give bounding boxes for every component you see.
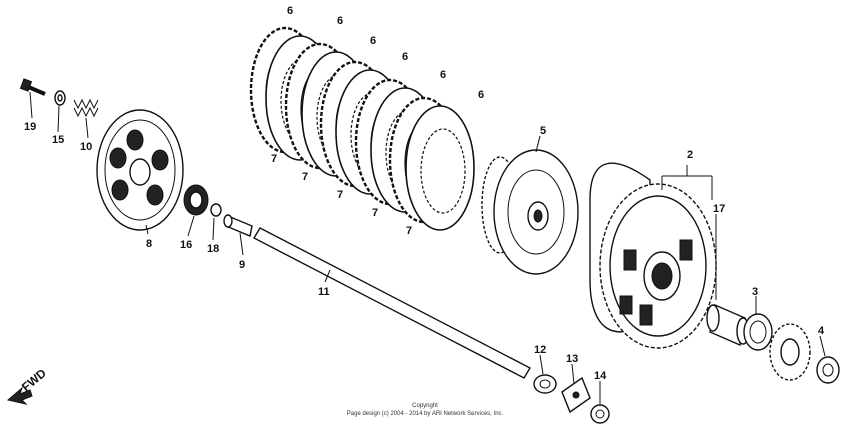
- callout-18: 18: [207, 243, 219, 255]
- callout-6-e: 6: [440, 69, 446, 81]
- callout-7-c: 7: [337, 189, 343, 201]
- fwd-label: FWD: [19, 366, 49, 395]
- callout-12: 12: [534, 344, 546, 356]
- callout-19: 19: [24, 121, 36, 133]
- part-12-nut[interactable]: [533, 374, 557, 394]
- callout-6-c: 6: [370, 35, 376, 47]
- part-15-washer[interactable]: [54, 90, 66, 106]
- callout-7-a: 7: [271, 153, 277, 165]
- part-17-collar[interactable]: [706, 304, 750, 346]
- callout-labels: 2 3 4 5 6 6 6 6 6 6 7 7 7 7 7 8 9 10 11 …: [24, 5, 825, 382]
- callout-7-b: 7: [302, 171, 308, 183]
- part-16-bearing[interactable]: [183, 184, 209, 216]
- part-5-clutch-center[interactable]: [481, 149, 579, 275]
- leader-lines: [29, 91, 826, 404]
- part-10-spring[interactable]: [73, 98, 99, 118]
- part-8-pressure-plate[interactable]: [96, 109, 184, 231]
- callout-5: 5: [540, 125, 546, 137]
- primary-drive-gear[interactable]: [769, 323, 811, 381]
- callout-7-e: 7: [406, 225, 412, 237]
- part-13-lock-washer[interactable]: [561, 376, 591, 414]
- callout-11: 11: [318, 286, 330, 298]
- callout-17: 17: [713, 203, 725, 215]
- part-3-bushing[interactable]: [743, 313, 773, 351]
- callout-8: 8: [146, 238, 152, 250]
- callout-6-b: 6: [337, 15, 343, 27]
- part-18-ring[interactable]: [210, 203, 222, 217]
- callout-15: 15: [52, 134, 64, 146]
- callout-14: 14: [594, 370, 607, 382]
- callout-3: 3: [752, 286, 758, 298]
- part-4-washer[interactable]: [816, 356, 840, 384]
- callout-6-a: 6: [287, 5, 293, 17]
- callout-2: 2: [687, 149, 693, 161]
- part-2-clutch-outer[interactable]: [589, 162, 717, 349]
- callout-9: 9: [239, 259, 245, 271]
- copyright-line-2: Page design (c) 2004 - 2014 by ARI Netwo…: [347, 411, 504, 417]
- callout-13: 13: [566, 353, 578, 365]
- callout-6-f: 6: [478, 89, 484, 101]
- fwd-indicator: FWD: [6, 366, 49, 405]
- callout-4: 4: [818, 325, 825, 337]
- callout-10: 10: [80, 141, 92, 153]
- part-9-lifter-piece[interactable]: [223, 214, 253, 237]
- callout-6-d: 6: [402, 51, 408, 63]
- callout-16: 16: [180, 239, 192, 251]
- copyright-line-1: Copyright: [412, 403, 438, 409]
- clutch-plate-stack[interactable]: [249, 26, 475, 231]
- copyright-footer: Copyright Page design (c) 2004 - 2014 by…: [347, 403, 504, 417]
- callout-7-d: 7: [372, 207, 378, 219]
- part-11-lifter-rod[interactable]: [253, 227, 531, 379]
- part-7-clutch-plate[interactable]: [405, 105, 475, 231]
- part-14-washer[interactable]: [590, 404, 610, 424]
- part-19-bolt[interactable]: [19, 78, 46, 96]
